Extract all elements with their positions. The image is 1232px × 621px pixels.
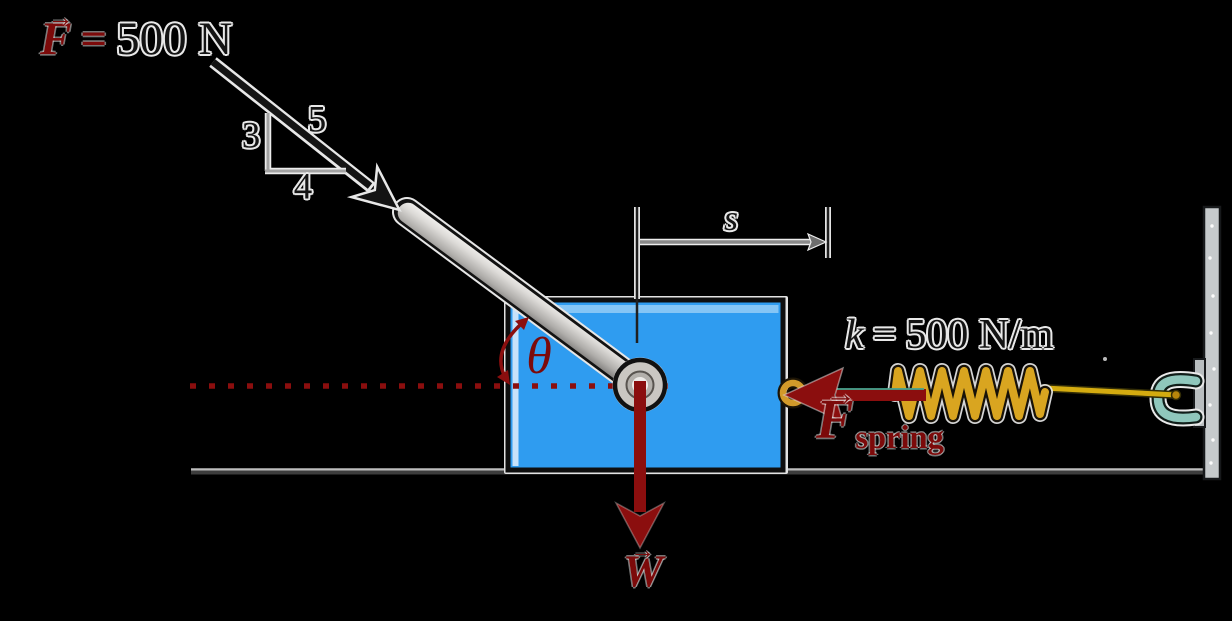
triangle-label-4: 4 bbox=[293, 166, 313, 208]
s-dimension bbox=[634, 207, 831, 343]
spring-force-symbol: →F bbox=[816, 379, 856, 451]
weight-arrow bbox=[614, 381, 666, 550]
spring-constant-label: k=500 N/m bbox=[845, 314, 1054, 356]
spring-force-letter: F bbox=[816, 389, 854, 451]
force-symbol: →F bbox=[40, 5, 74, 65]
spring-constant-symbol: k bbox=[845, 312, 864, 358]
applied-force-label: →F=500 N bbox=[40, 5, 233, 65]
weight-label: →W bbox=[622, 538, 664, 597]
vector-arrow-icon: → bbox=[47, 3, 74, 33]
slope-triangle bbox=[264, 113, 346, 175]
angle-arc bbox=[497, 317, 529, 385]
spring-force-subscript: spring bbox=[855, 419, 944, 456]
applied-force-arrow bbox=[209, 57, 402, 212]
spring-constant-value: 500 N/m bbox=[905, 312, 1054, 358]
triangle-label-3: 3 bbox=[241, 115, 261, 157]
weight-letter: W bbox=[622, 546, 664, 597]
dimension-arrowhead bbox=[806, 232, 828, 252]
angle-label-theta: θ bbox=[526, 328, 552, 385]
spring-force-arrow bbox=[782, 366, 926, 424]
force-value: 500 N bbox=[116, 13, 233, 65]
wall bbox=[1202, 205, 1222, 481]
rod bbox=[392, 197, 655, 400]
vector-arrow-icon: → bbox=[630, 537, 656, 565]
equals-sign: = bbox=[80, 13, 108, 65]
weight-symbol: →W bbox=[622, 538, 664, 597]
triangle-label-5: 5 bbox=[307, 99, 327, 141]
spring-constant-equals: = bbox=[872, 312, 897, 358]
spring-force-label: →Fspring bbox=[816, 379, 944, 454]
spring-anchor-rod bbox=[1040, 384, 1182, 401]
wall-speckles bbox=[1208, 224, 1216, 465]
dimension-label-s: s bbox=[723, 198, 739, 238]
force-letter: F bbox=[40, 13, 72, 65]
hook-plate bbox=[1193, 358, 1206, 428]
vector-arrow-icon: → bbox=[825, 377, 857, 412]
